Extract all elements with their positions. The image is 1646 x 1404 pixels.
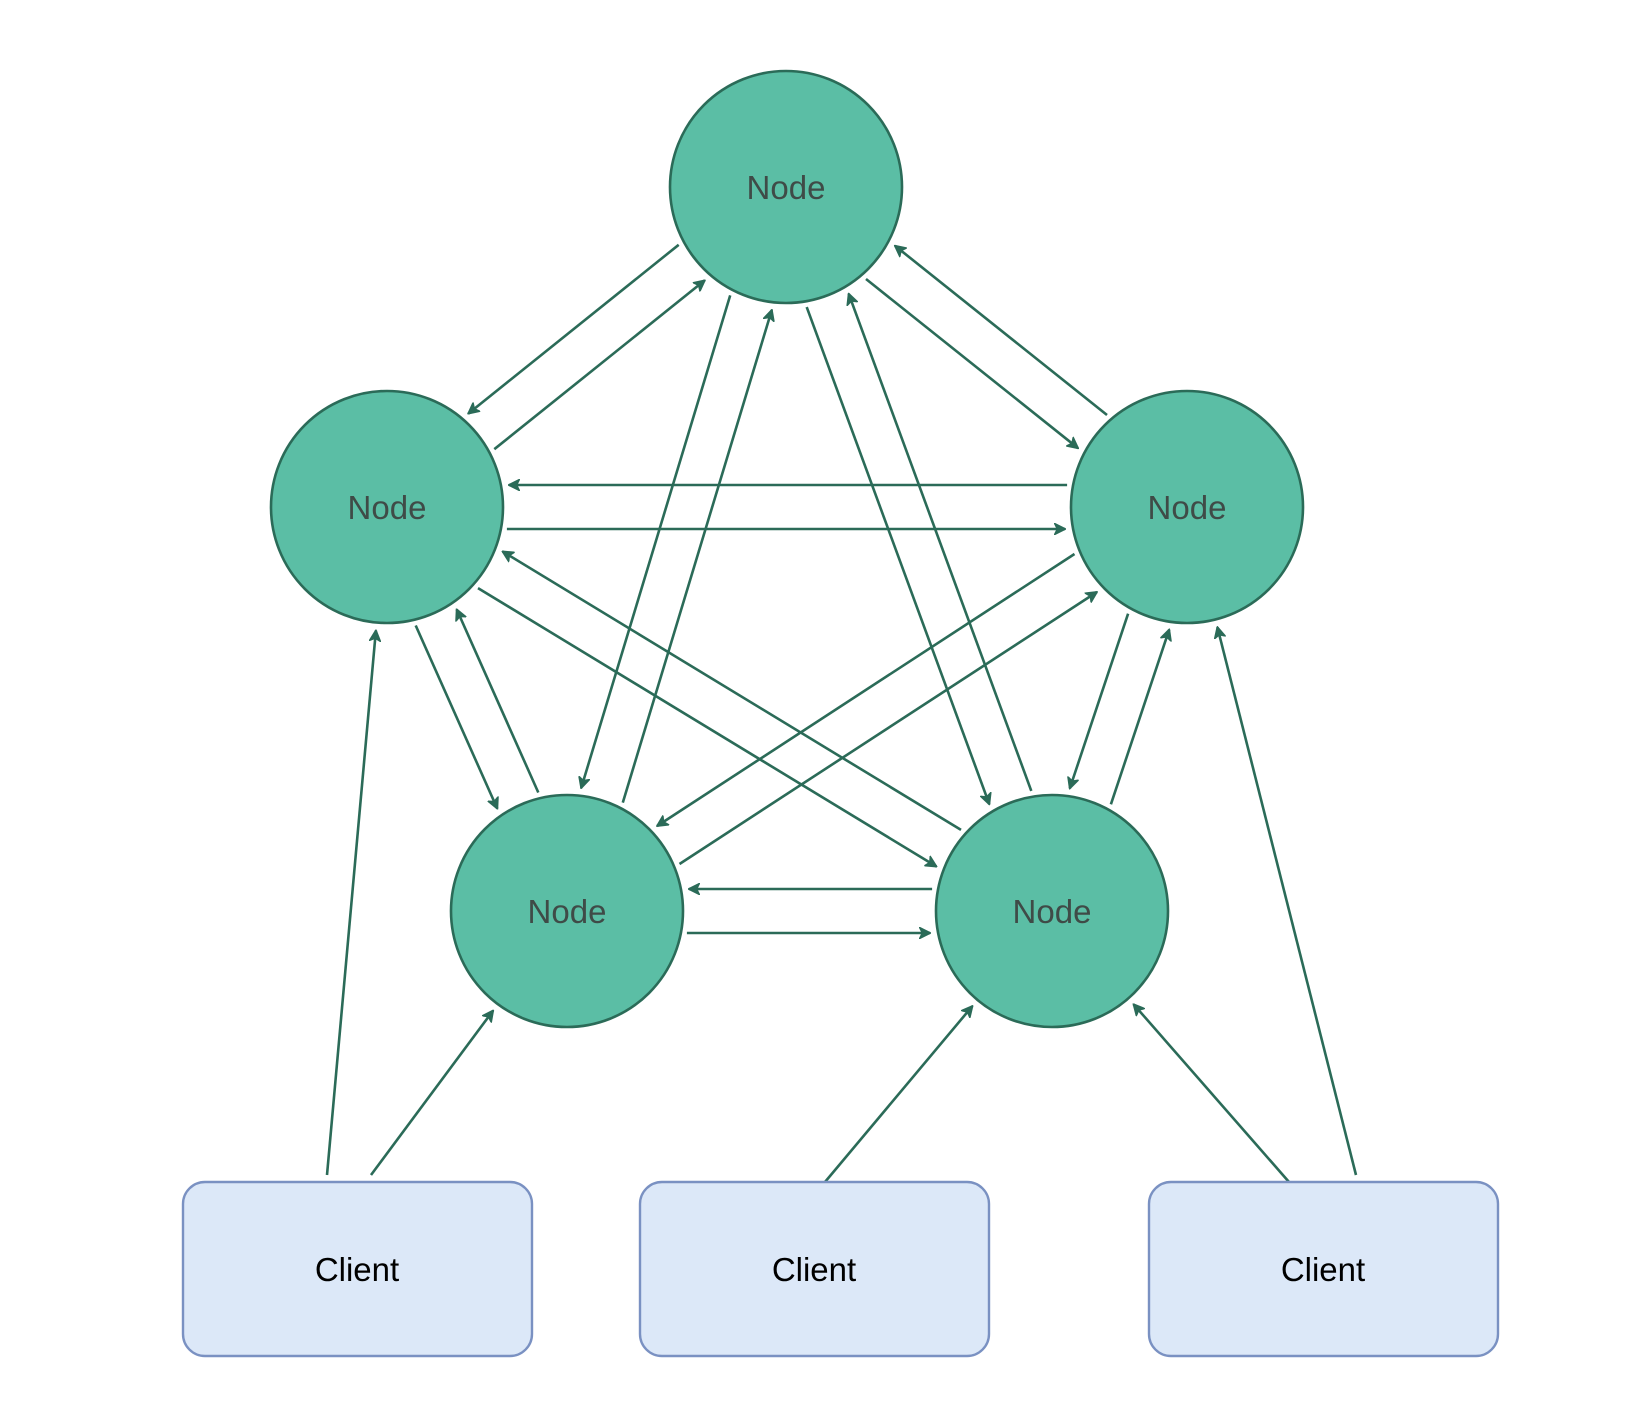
edge-client-3-to-right [1217, 627, 1358, 1176]
client-1-label: Client [315, 1251, 399, 1288]
edge-right-to-top [895, 246, 1108, 417]
node-bottom-left-circle [449, 793, 685, 1029]
edge-bottom-right-to-top [849, 294, 1033, 792]
node-top-label: Node [747, 169, 826, 206]
edges-layer [325, 243, 1358, 1183]
edge-bottom-right-to-right [1109, 630, 1169, 805]
node-left-circle [269, 389, 505, 625]
node-bottom-right[interactable]: Node [934, 793, 1170, 1029]
client-3-box [1147, 1180, 1500, 1358]
node-bottom-right-label: Node [1013, 893, 1092, 930]
edge-bottom-left-to-right [678, 592, 1097, 866]
node-left-label: Node [348, 489, 427, 526]
edge-client-2-to-bottom-right [824, 1006, 972, 1183]
edge-top-to-right [865, 277, 1078, 448]
node-bottom-left[interactable]: Node [449, 793, 685, 1029]
edge-right-to-bottom-right [1070, 613, 1130, 789]
node-right-circle [1069, 389, 1305, 625]
node-right[interactable]: Node [1069, 389, 1305, 625]
client-3[interactable]: Client [1147, 1180, 1500, 1358]
edge-top-to-bottom-right [805, 306, 990, 804]
node-bottom-left-label: Node [528, 893, 607, 930]
client-2-box [638, 1180, 991, 1358]
edge-top-to-left [468, 243, 680, 414]
edge-left-to-bottom-right [477, 586, 936, 868]
node-top[interactable]: Node [668, 69, 904, 305]
edge-bottom-left-to-left [457, 609, 540, 794]
node-right-label: Node [1148, 489, 1227, 526]
client-2-label: Client [772, 1251, 856, 1288]
edge-client-3-to-bottom-right [1134, 1004, 1290, 1183]
edge-left-to-top [493, 280, 704, 451]
edge-right-to-bottom-left [657, 552, 1076, 826]
node-bottom-right-circle [934, 793, 1170, 1029]
client-1-box [181, 1180, 534, 1358]
client-1[interactable]: Client [181, 1180, 534, 1358]
client-2[interactable]: Client [638, 1180, 991, 1358]
node-top-circle [668, 69, 904, 305]
edge-client-1-to-bottom-left [369, 1011, 493, 1176]
node-left[interactable]: Node [269, 389, 505, 625]
edge-left-to-bottom-left [414, 624, 498, 809]
edge-bottom-left-to-top [621, 310, 772, 803]
edge-bottom-right-to-left [503, 550, 962, 832]
edge-top-to-bottom-left [581, 295, 732, 788]
client-3-label: Client [1281, 1251, 1365, 1288]
edge-client-1-to-left [325, 631, 376, 1176]
